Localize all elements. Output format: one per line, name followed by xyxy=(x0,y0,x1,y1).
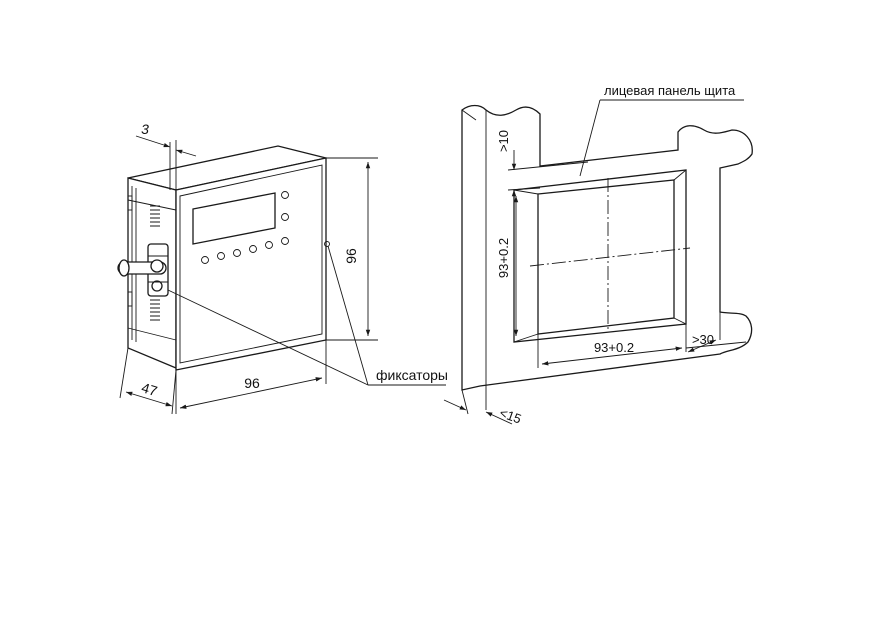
device-display-window xyxy=(192,192,276,245)
cutout-height-label: 93+0.2 xyxy=(496,238,511,278)
device-width-label: 96 xyxy=(244,375,260,391)
gap-label: 3 xyxy=(141,121,149,137)
dimension-device-height xyxy=(326,157,378,341)
dimension-side-margin xyxy=(685,312,747,353)
side-margin-label: >30 xyxy=(692,332,714,347)
device-front-inner xyxy=(179,164,323,364)
device-side-vents xyxy=(127,195,160,321)
panel-title-label: лицевая панель щита xyxy=(604,83,736,98)
panel-thickness-label: <15 xyxy=(498,405,524,427)
device-latch xyxy=(117,243,169,297)
dimension-gap xyxy=(135,135,197,190)
dimension-panel-thickness xyxy=(443,386,513,425)
dimension-device-depth xyxy=(119,347,177,415)
dimension-cutout-width xyxy=(537,324,687,368)
dimension-device-width xyxy=(175,340,327,414)
cutout-centerline-horizontal xyxy=(529,247,691,267)
latches-leader xyxy=(167,245,446,386)
device-latch-hole xyxy=(324,241,330,247)
device-depth-label: 47 xyxy=(140,379,160,399)
latches-label: фиксаторы xyxy=(376,367,448,383)
cutout-width-label: 93+0.2 xyxy=(594,340,634,355)
panel-drawing xyxy=(443,99,753,425)
panel-title-leader xyxy=(579,99,744,177)
device-buttons xyxy=(201,191,289,264)
device-height-label: 96 xyxy=(343,248,359,264)
device-drawing xyxy=(117,135,446,415)
top-margin-label: >10 xyxy=(496,130,511,152)
